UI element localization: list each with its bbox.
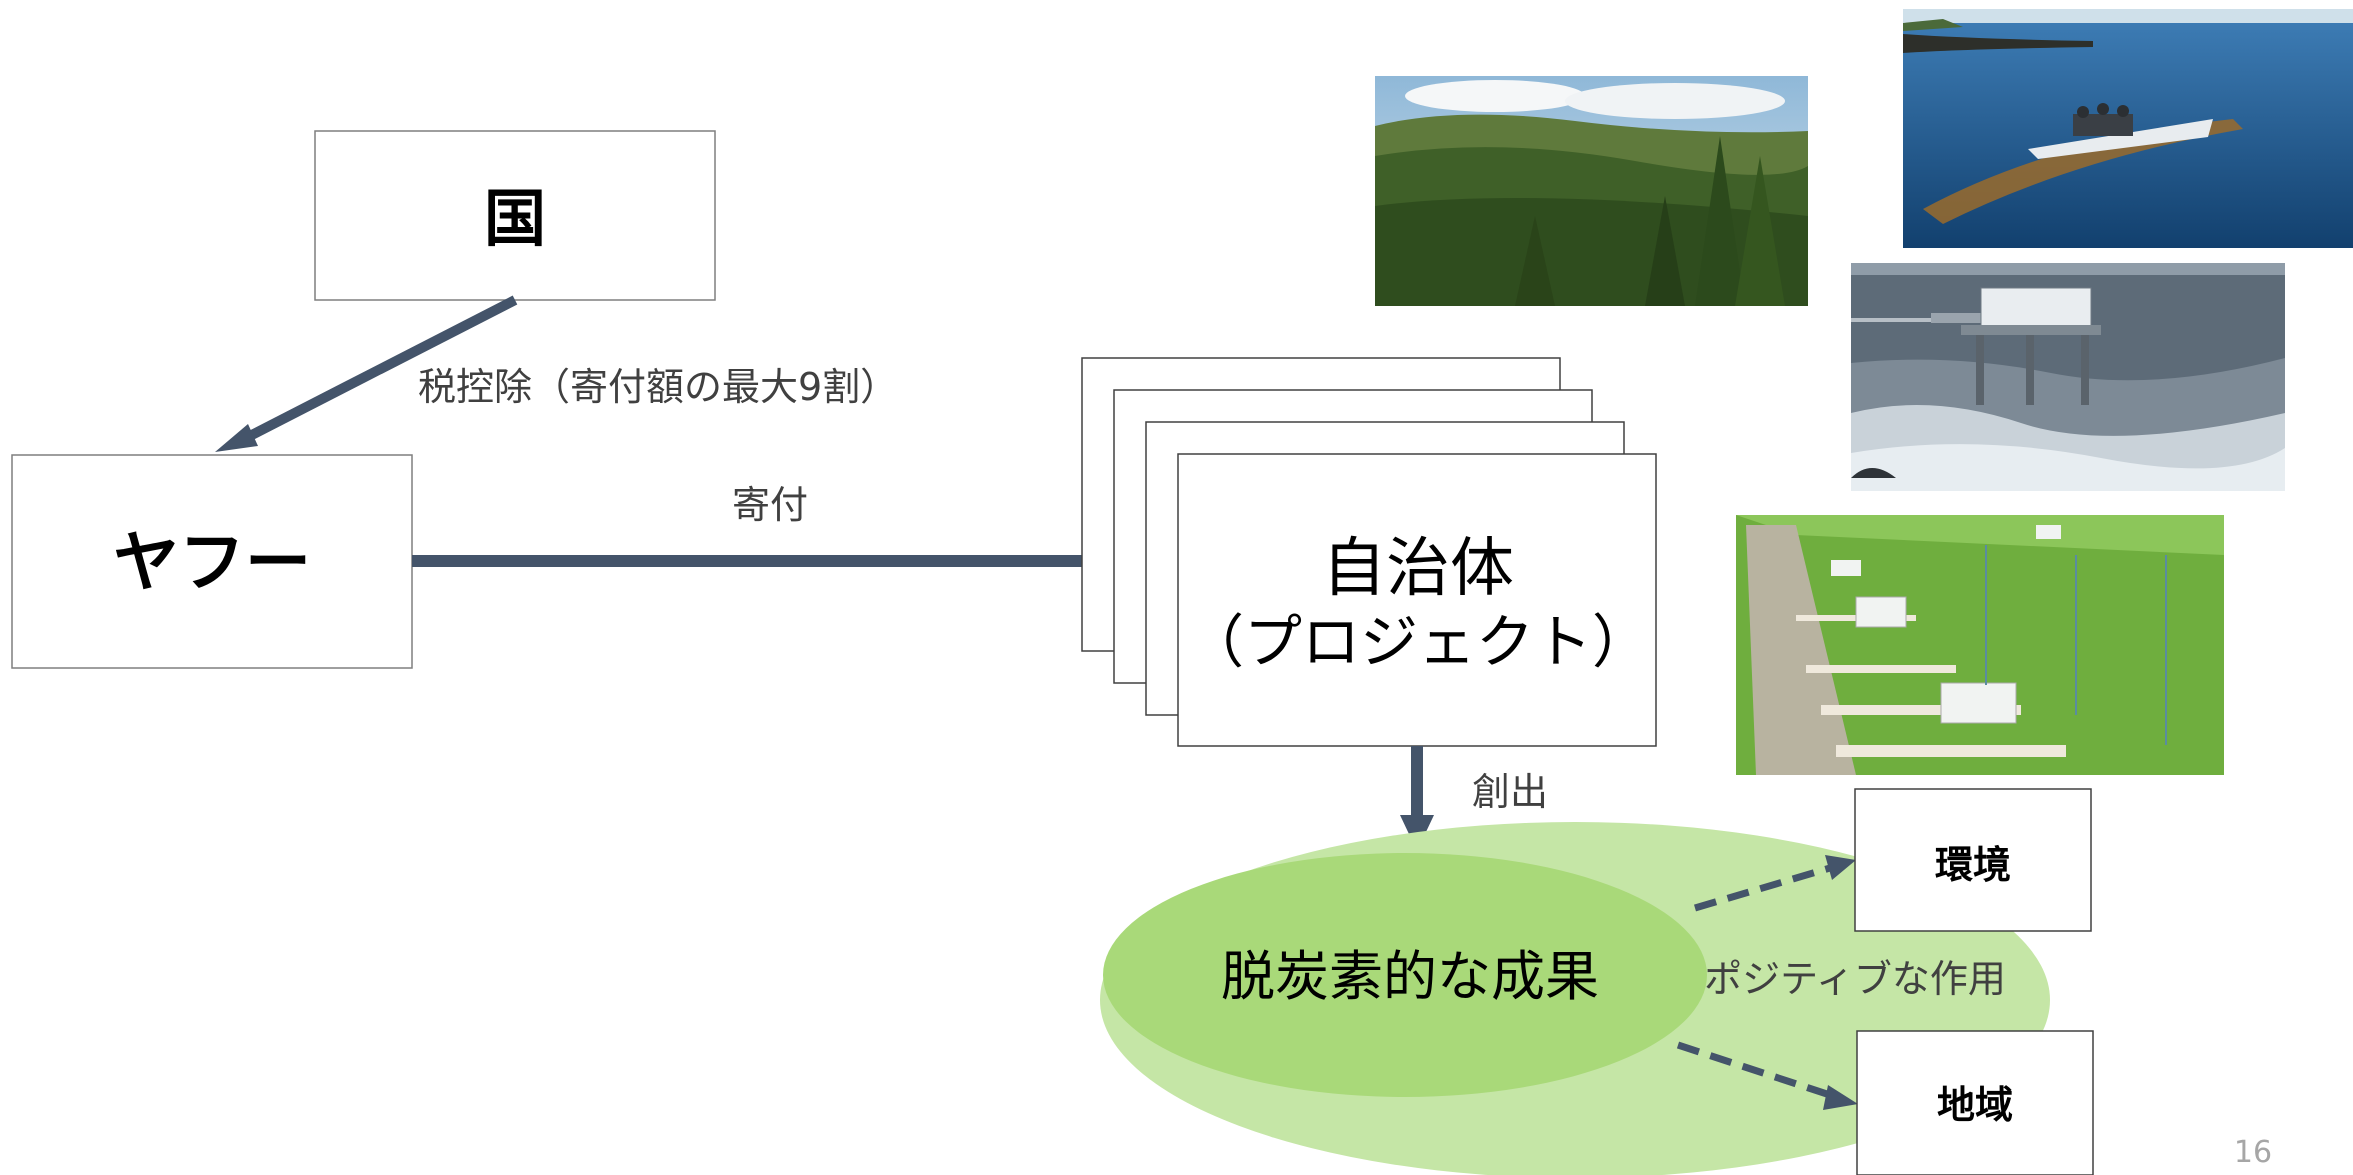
country-box <box>314 130 716 301</box>
region-box <box>1856 1030 2094 1175</box>
positive-effect-label: ポジティブな作用 <box>1704 957 2006 1001</box>
region-dashed-arrow <box>1676 1041 1832 1099</box>
donation-label: 寄付 <box>732 483 808 527</box>
municipality-label-line2: （プロジェクト） <box>1186 608 1650 676</box>
municipality-box <box>1177 453 1657 747</box>
environment-label: 環境 <box>1935 843 2011 887</box>
tax-deduction-label: 税控除（寄付額の最大9割） <box>418 365 898 409</box>
country-label: 国 <box>484 182 546 255</box>
tax-deduction-arrowhead <box>215 424 258 452</box>
forest-photo <box>1375 76 1808 306</box>
region-label: 地域 <box>1937 1083 2013 1127</box>
environment-dashed-arrow <box>1694 864 1831 912</box>
yahoo-label: ヤフー <box>113 524 311 601</box>
tax-deduction-arrow <box>237 295 518 446</box>
region-arrowhead <box>1823 1085 1858 1110</box>
seaweed-boat-photo <box>1903 9 2353 248</box>
page-number: 16 <box>2234 1135 2272 1170</box>
creation-label: 創出 <box>1472 770 1548 814</box>
outcome-ellipse <box>1103 853 1707 1097</box>
environment-box <box>1854 788 2092 932</box>
municipality-label-line1: 自治体 <box>1322 532 1514 606</box>
yahoo-box <box>11 454 413 669</box>
outcome-label: 脱炭素的な成果 <box>1221 945 1599 1008</box>
environment-arrowhead <box>1825 855 1856 880</box>
wave-power-platform-photo <box>1851 263 2285 491</box>
rice-paddy-photo <box>1736 515 2224 775</box>
